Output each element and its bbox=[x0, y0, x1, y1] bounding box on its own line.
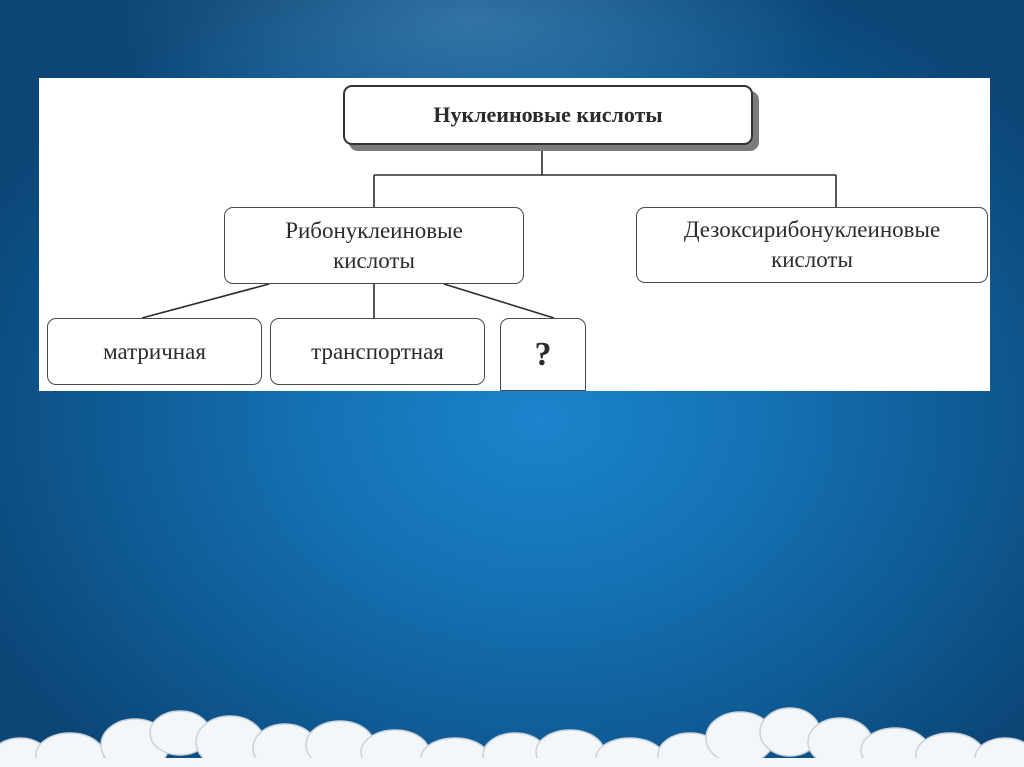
diagram-panel: Нуклеиновые кислоты Рибонуклеиновые кисл… bbox=[39, 78, 990, 391]
clouds-decoration bbox=[0, 707, 1024, 767]
connector-rna-to-mrna bbox=[141, 283, 270, 319]
question-mark-label: ? bbox=[534, 335, 552, 373]
trna-node: транспортная bbox=[270, 318, 485, 385]
unknown-rna-node: ? bbox=[500, 318, 586, 391]
nucleic-acids-label: Нуклеиновые кислоты bbox=[433, 102, 663, 127]
rna-label: Рибонуклеиновые кислоты bbox=[285, 217, 463, 273]
rna-node: Рибонуклеиновые кислоты bbox=[224, 207, 524, 284]
dna-label: Дезоксирибонуклеиновые кислоты bbox=[683, 217, 941, 272]
nucleic-acids-node: Нуклеиновые кислоты bbox=[343, 85, 753, 145]
cloud-base bbox=[0, 758, 1024, 767]
connector-lines bbox=[141, 148, 837, 319]
mrna-node: матричная bbox=[47, 318, 262, 385]
dna-node: Дезоксирибонуклеиновые кислоты bbox=[636, 207, 988, 283]
trna-label: транспортная bbox=[311, 338, 444, 364]
mrna-label: матричная bbox=[103, 338, 206, 364]
connector-rna-to-unknown bbox=[443, 283, 555, 319]
